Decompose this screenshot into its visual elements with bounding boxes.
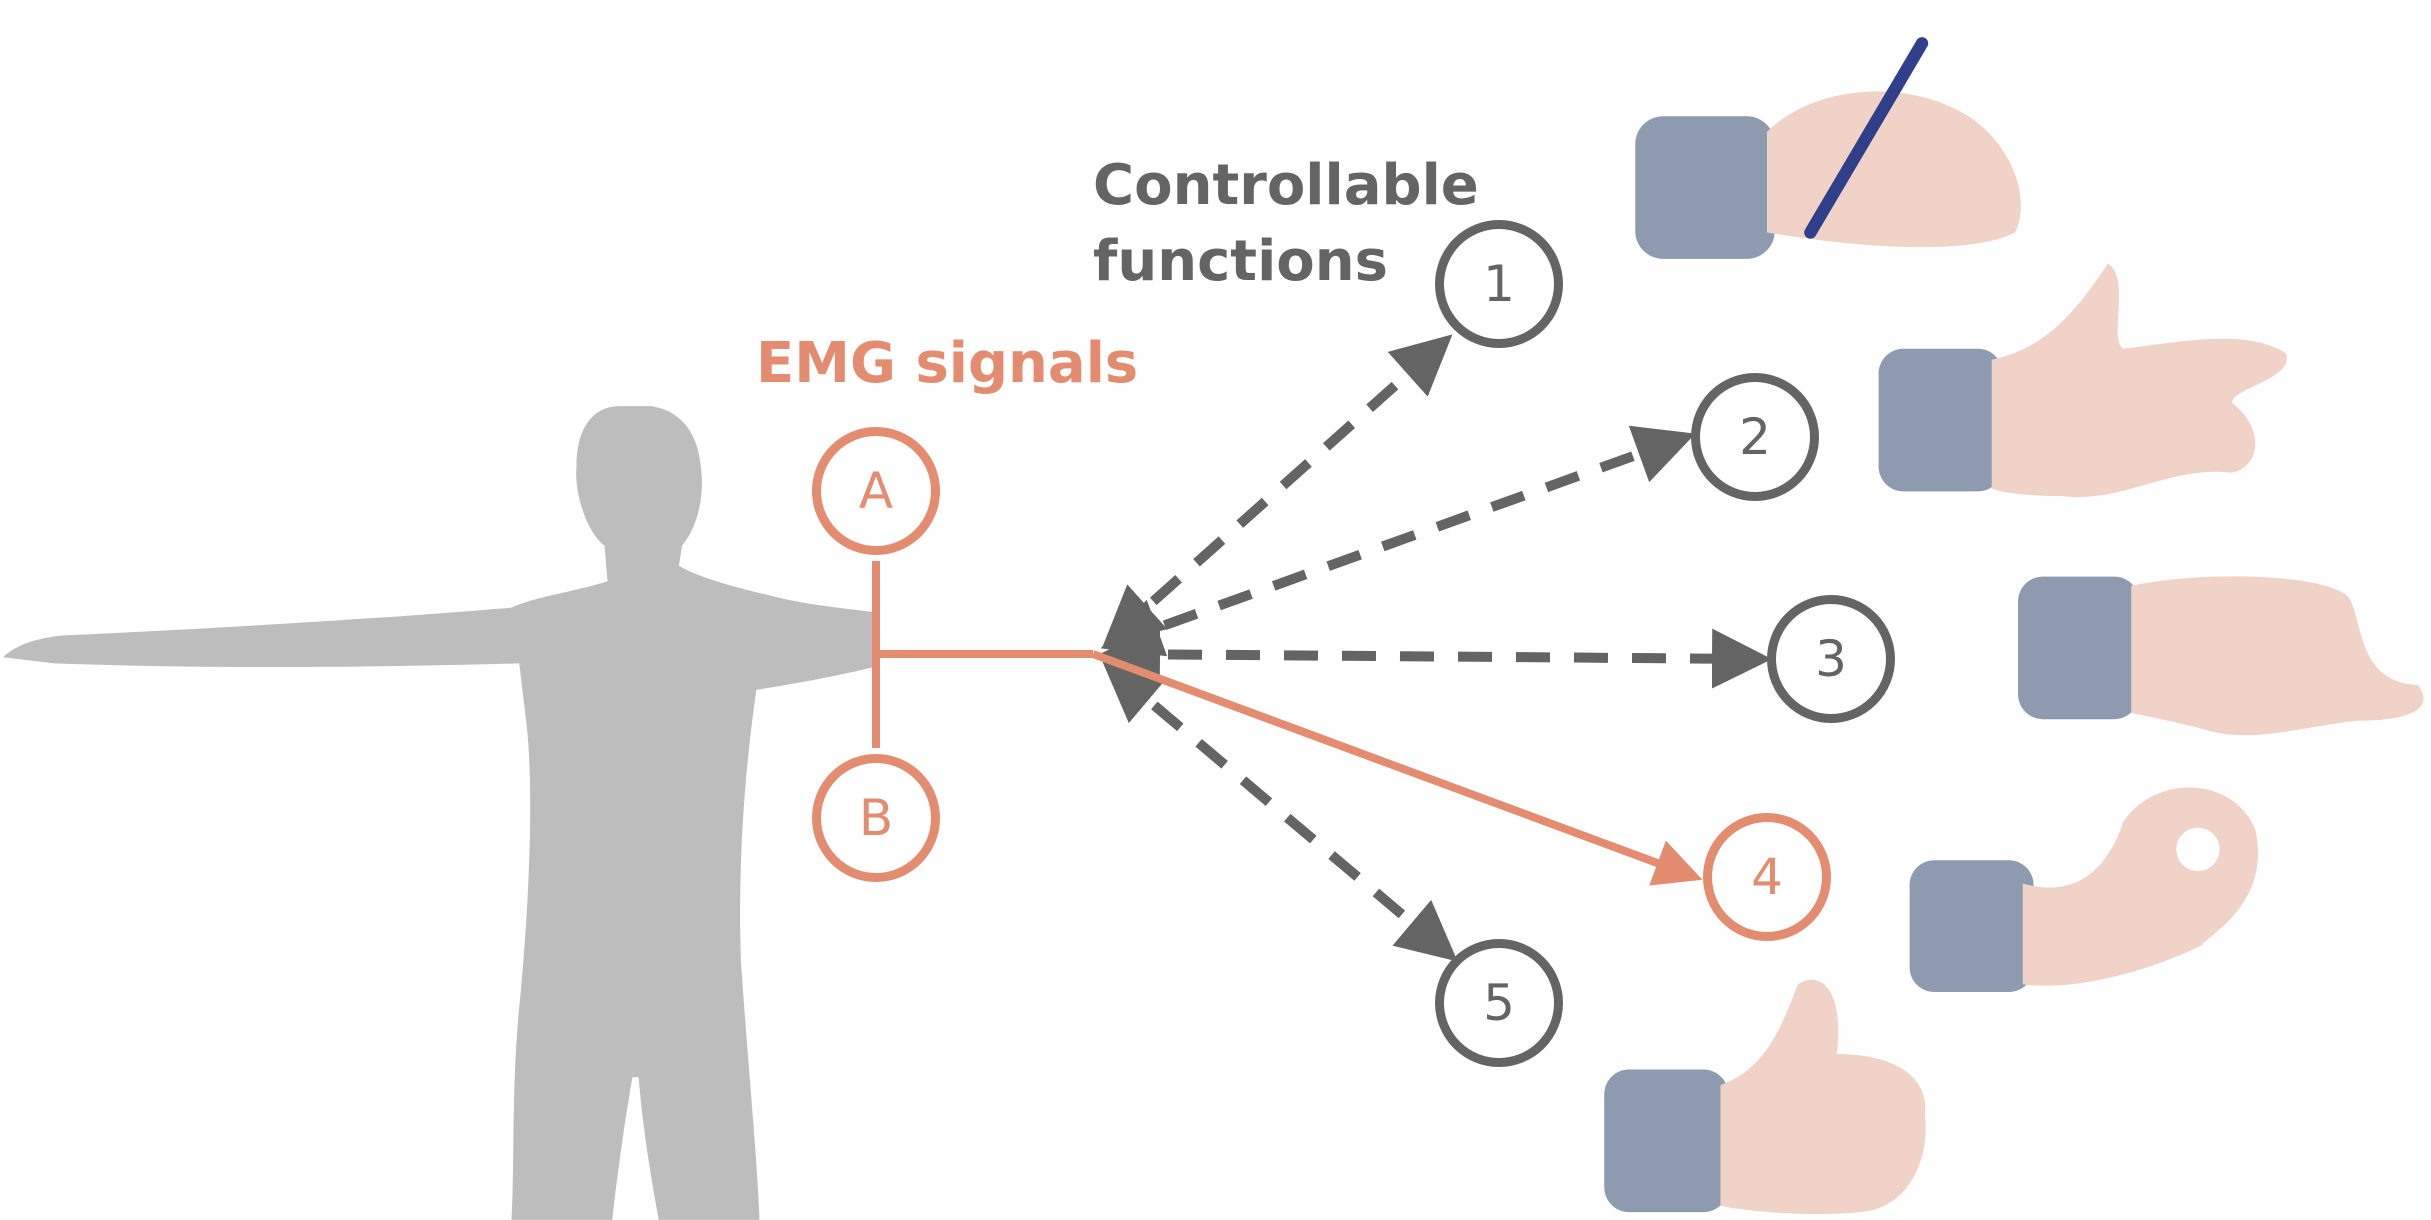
arrow-to-function-4: [1091, 650, 1703, 886]
arrow-to-function-3: [1100, 624, 1772, 689]
function-node-3: 3: [1767, 595, 1895, 723]
electrode-b: B: [812, 754, 940, 882]
hand-writing-icon: [1635, 37, 2021, 259]
arrow-to-function-1: [1102, 334, 1453, 647]
human-silhouette: [3, 406, 876, 1220]
arrow-to-function-5: [1102, 661, 1458, 962]
controllable-functions-title: Controllable functions: [1093, 148, 1479, 299]
title-line-2: functions: [1093, 228, 1388, 294]
electrode-a: A: [812, 427, 940, 555]
function-node-4-selected: 4: [1703, 813, 1831, 941]
hand-pointing-icon: [2018, 576, 2424, 736]
title-line-1: Controllable: [1093, 153, 1479, 218]
arrow-to-function-2: [1100, 425, 1696, 657]
hand-ok-sign-icon: [1909, 787, 2259, 992]
hand-thumbs-up-icon: [1604, 979, 1926, 1214]
function-node-1: 1: [1435, 220, 1563, 348]
function-node-2: 2: [1691, 373, 1819, 501]
emg-signals-label: EMG signals: [756, 331, 1139, 396]
hand-open-palm-icon: [1878, 263, 2287, 498]
function-node-5: 5: [1435, 939, 1563, 1067]
